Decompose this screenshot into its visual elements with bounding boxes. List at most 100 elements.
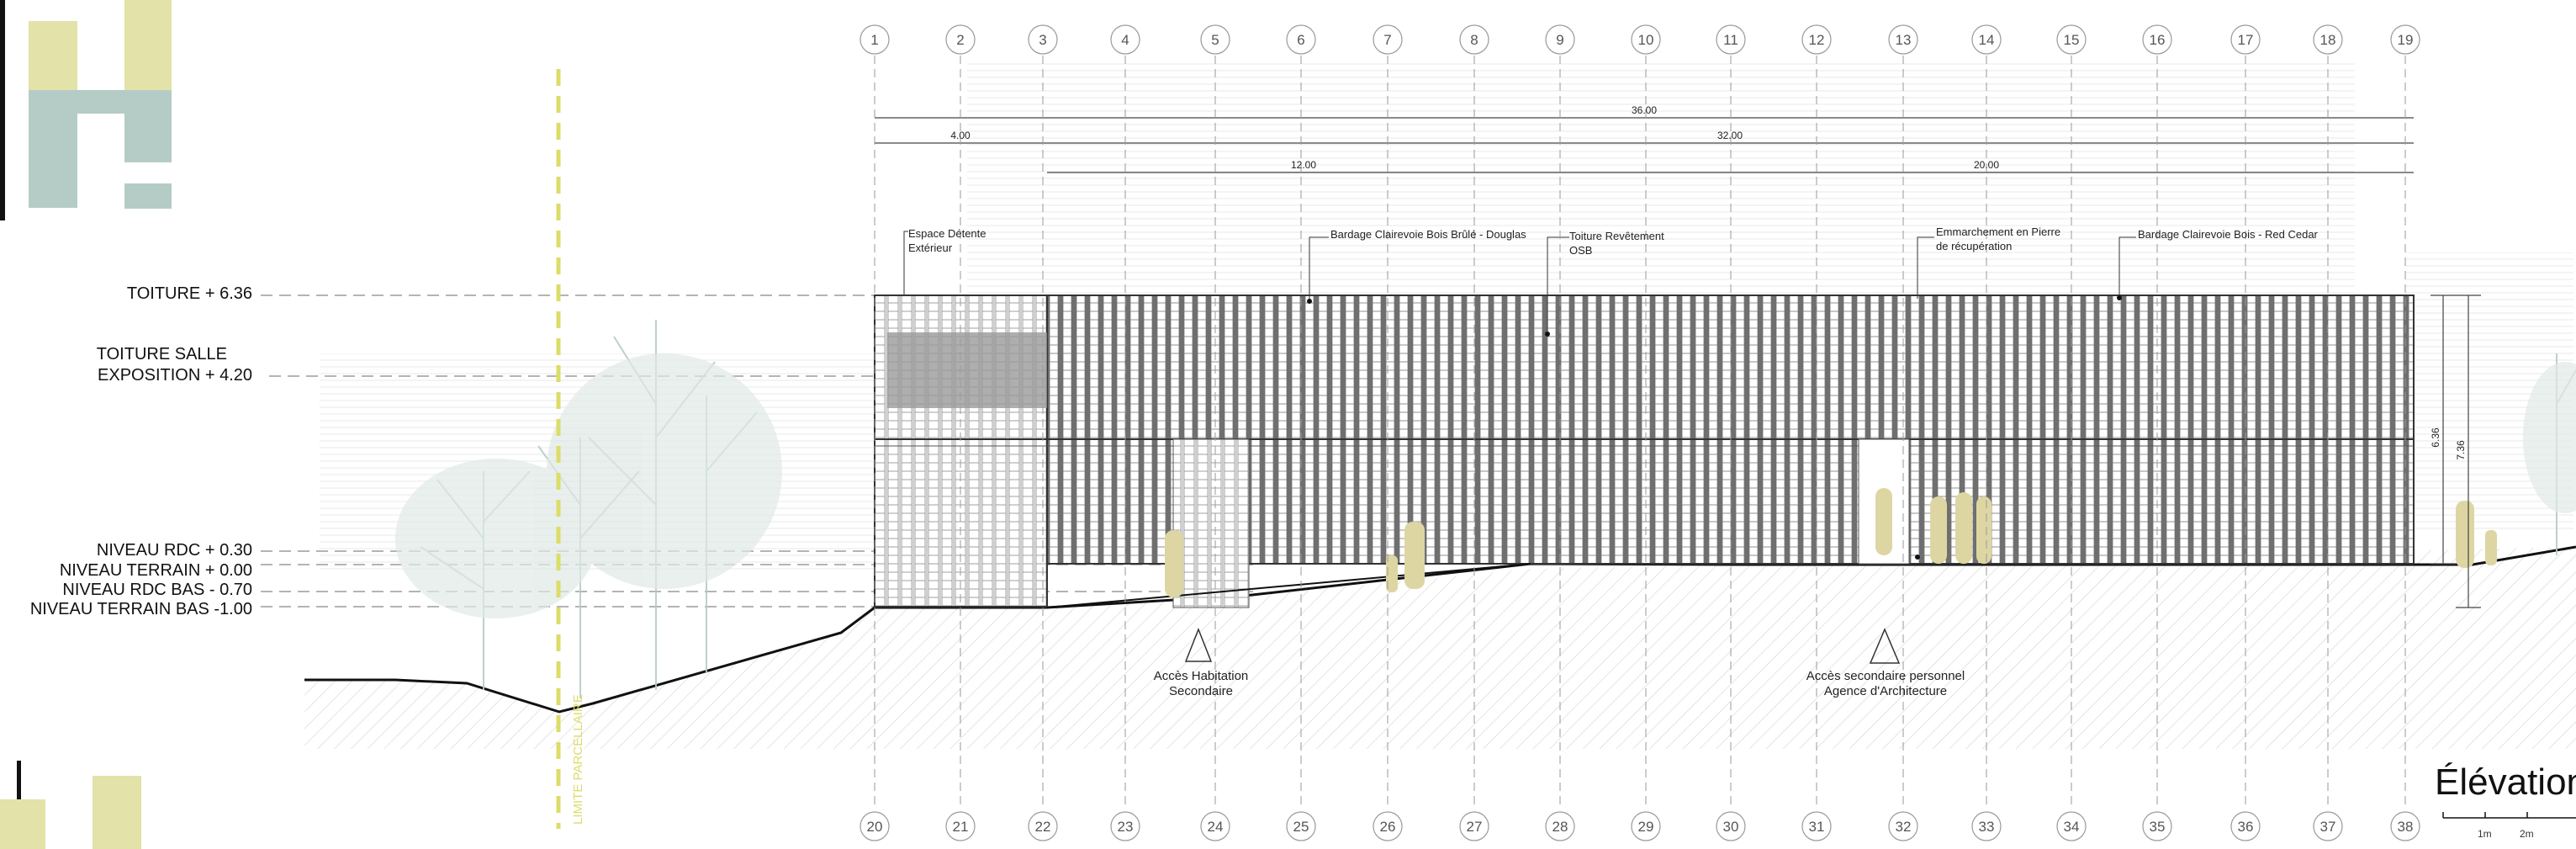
grid-bottom-label: 24 — [1208, 819, 1224, 835]
grid-top-label: 10 — [1638, 32, 1654, 48]
grid-marker-circle — [1200, 24, 1230, 55]
grid-marker-circle — [1286, 24, 1316, 55]
grid-top-label: 16 — [2150, 32, 2166, 48]
grid-bottom-label: 25 — [1293, 819, 1309, 835]
level-lines — [261, 294, 1253, 608]
grid-top-label: 14 — [1979, 32, 1995, 48]
grid-marker-circle — [1200, 811, 1230, 841]
access-triangle-agency — [1869, 628, 1901, 664]
grid-bottom-label: 28 — [1552, 819, 1568, 835]
note-espace-2: Extérieur — [908, 241, 953, 254]
note-bardage-douglas: Bardage Clairevoie Bois Brûlé - Douglas — [1330, 228, 1526, 241]
grid-bottom-label: 32 — [1896, 819, 1912, 835]
grid-bottom-label: 31 — [1809, 819, 1825, 835]
grid-marker-circle — [1286, 811, 1316, 841]
note-emmarchement-1: Emmarchement en Pierre — [1936, 226, 2060, 238]
people-figures — [1165, 488, 2497, 597]
grid-bottom-label: 37 — [2320, 819, 2336, 835]
dim-mid-a-label: 12.00 — [1291, 159, 1316, 171]
drawing-title: Élévation — [2435, 761, 2576, 803]
grid-top-label: 4 — [1121, 32, 1129, 48]
building-facade — [874, 294, 2415, 608]
grid-bottom-label: 23 — [1118, 819, 1134, 835]
level-toiture: TOITURE + 6.36 — [126, 284, 252, 303]
grid-marker-circle — [1888, 24, 1918, 55]
grid-bottom-label: 30 — [1723, 819, 1739, 835]
scale-label-1m: 1m — [2478, 828, 2492, 840]
grid-marker-circle — [1716, 811, 1746, 841]
dim-right-block-label: 32.00 — [1717, 130, 1743, 141]
grid-top-label: 9 — [1556, 32, 1563, 48]
note-toiture-2: OSB — [1569, 244, 1592, 257]
grid-top-label: 5 — [1211, 32, 1219, 48]
grid-marker-circle — [1373, 811, 1403, 841]
grid-marker-circle — [1971, 811, 2002, 841]
grid-top-label: 6 — [1297, 32, 1304, 48]
grid-marker-circle — [1110, 811, 1140, 841]
grid-top-label: 17 — [2238, 32, 2254, 48]
dim-height-total-label: 7.36 — [2455, 440, 2467, 460]
note-acces-sec-2: Agence d'Architecture — [1824, 684, 1947, 698]
grid-marker-circle — [1801, 24, 1832, 55]
grid-marker-circle — [1110, 24, 1140, 55]
grid-marker-circle — [2230, 24, 2261, 55]
level-rdc-bas: NIVEAU RDC BAS - 0.70 — [62, 581, 252, 599]
grid-top-label: 3 — [1039, 32, 1046, 48]
logo-blocks-bottom — [0, 761, 141, 849]
grid-marker-circle — [1459, 24, 1489, 55]
grid-marker-circle — [1028, 811, 1058, 841]
level-toiture-salle: TOITURE SALLE — [96, 345, 227, 363]
grid-bottom-label: 27 — [1467, 819, 1483, 835]
grid-marker-circle — [2230, 811, 2261, 841]
grid-marker-circle — [860, 811, 890, 841]
grid-top-label: 8 — [1470, 32, 1478, 48]
grid-bottom-label: 22 — [1035, 819, 1051, 835]
note-bardage-cedar: Bardage Clairevoie Bois - Red Cedar — [2138, 228, 2319, 241]
note-acces-hab-1: Accès Habitation — [1154, 669, 1249, 683]
annotation-dots — [1307, 295, 2122, 560]
grid-marker-circle — [1545, 811, 1575, 841]
grid-marker-circle — [1801, 811, 1832, 841]
note-acces-sec-1: Accès secondaire personnel — [1806, 669, 1965, 683]
grid-top-label: 13 — [1896, 32, 1912, 48]
grid-bottom-label: 20 — [867, 819, 883, 835]
level-rdc: NIVEAU RDC + 0.30 — [96, 541, 252, 560]
level-terrain: NIVEAU TERRAIN + 0.00 — [59, 561, 252, 580]
grid-marker-circle — [945, 24, 976, 55]
grid-marker-circle — [1716, 24, 1746, 55]
access-triangle-housing — [1184, 627, 1213, 662]
grid-marker-circle — [1459, 811, 1489, 841]
dim-left-bay-label: 4.00 — [950, 130, 971, 141]
grid-marker-circle — [1888, 811, 1918, 841]
grid-top-label: 15 — [2064, 32, 2080, 48]
ground-section — [304, 547, 2576, 749]
grid-lines — [874, 56, 2406, 809]
grid-marker-circle — [2056, 24, 2087, 55]
note-toiture-1: Toiture Revêtement — [1569, 230, 1664, 242]
grid-marker-circle — [2313, 24, 2343, 55]
level-terrain-bas: NIVEAU TERRAIN BAS -1.00 — [29, 600, 252, 618]
grid-marker-circle — [2390, 24, 2420, 55]
grid-bottom-label: 29 — [1638, 819, 1654, 835]
level-exposition: EXPOSITION + 4.20 — [98, 366, 252, 385]
grid-marker-circle — [2390, 811, 2420, 841]
grid-top-label: 19 — [2398, 32, 2414, 48]
annotation-leaders — [903, 231, 2136, 334]
grid-marker-circle — [2142, 24, 2172, 55]
grid-marker-circle — [1545, 24, 1575, 55]
grid-marker-circle — [1631, 24, 1661, 55]
grid-bottom-label: 34 — [2064, 819, 2080, 835]
scale-label-2m: 2m — [2520, 828, 2534, 840]
background-lines — [320, 63, 2573, 572]
grid-marker-circle — [2056, 811, 2087, 841]
grid-bottom-label: 36 — [2238, 819, 2254, 835]
grid-marker-circle — [1631, 811, 1661, 841]
grid-marker-circle — [945, 811, 976, 841]
note-acces-hab-2: Secondaire — [1169, 684, 1233, 698]
grid-top-label: 18 — [2320, 32, 2336, 48]
grid-top-label: 11 — [1723, 32, 1738, 48]
dim-mid-b-label: 20.00 — [1974, 159, 1999, 171]
grid-marker-circle — [860, 24, 890, 55]
